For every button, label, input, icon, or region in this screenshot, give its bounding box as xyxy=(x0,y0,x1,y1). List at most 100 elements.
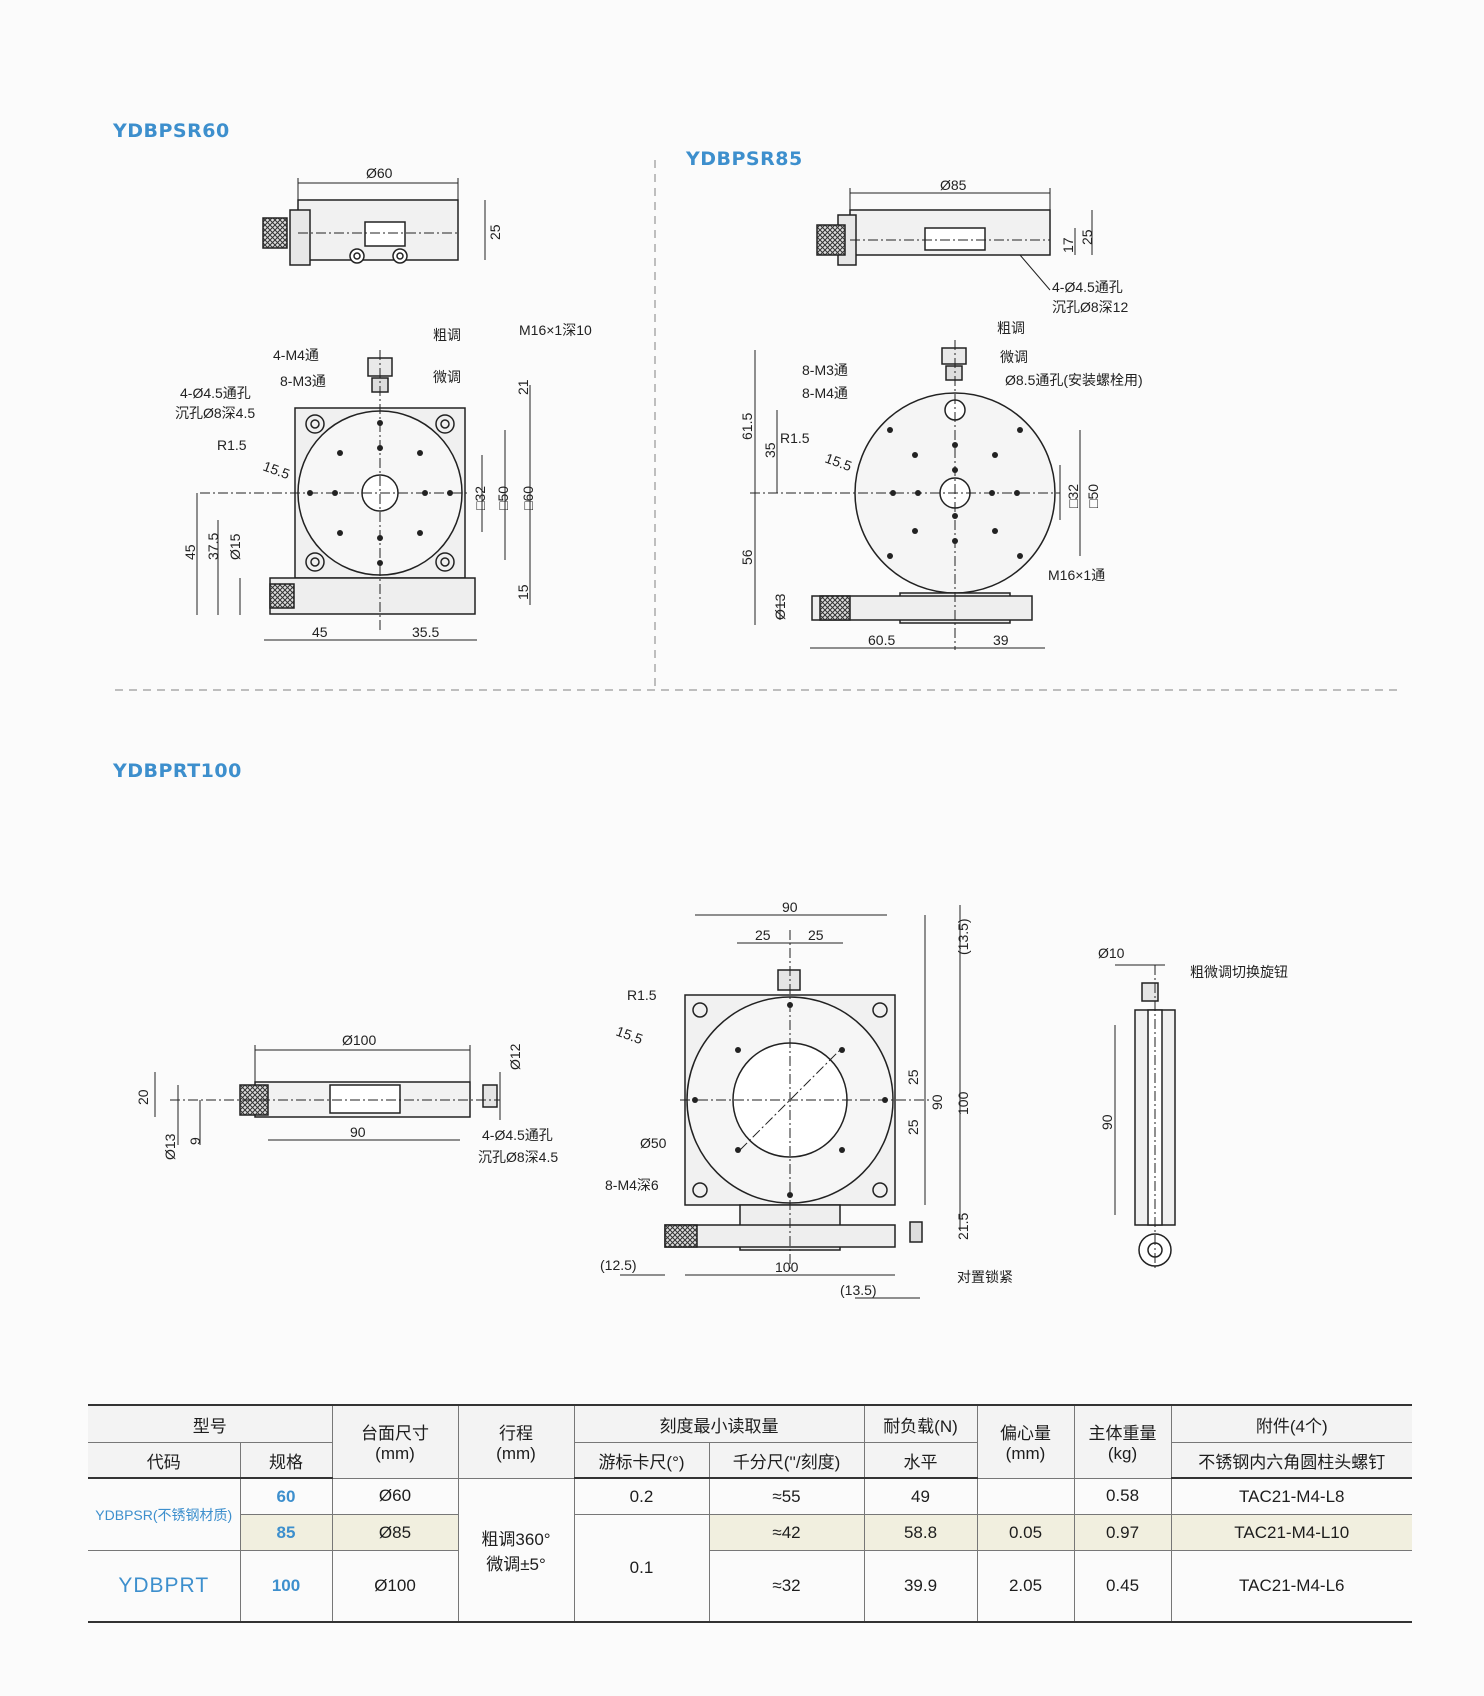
callout-knob: 粗微调切换旋钮 xyxy=(1190,964,1288,980)
cell-eccentricity: 2.05 xyxy=(977,1550,1075,1623)
cell-size: Ø100 xyxy=(332,1550,459,1623)
header-load: 耐负载(N) xyxy=(864,1404,978,1443)
prt100-side-view xyxy=(154,1045,501,1145)
cell-micrometer: ≈55 xyxy=(709,1478,865,1515)
dim-label: 25 xyxy=(1079,229,1095,245)
dim-label: Ø12 xyxy=(507,1043,523,1070)
dim-label: 37.5 xyxy=(205,533,221,560)
cell-accessory: TAC21-M4-L8 xyxy=(1171,1478,1412,1515)
cell-vernier: 0.2 xyxy=(574,1478,710,1515)
header-spec: 规格 xyxy=(240,1442,333,1479)
prt100-top-view xyxy=(620,905,961,1299)
callout-coarse: 粗调 xyxy=(433,327,461,343)
callout-m4: 8-M4通 xyxy=(802,385,848,401)
header-model: 型号 xyxy=(88,1404,333,1443)
dim-label: 45 xyxy=(312,624,328,640)
cell-eccentricity: 0.05 xyxy=(977,1514,1075,1551)
cell-load: 49 xyxy=(864,1478,978,1515)
callout-coarse: 粗调 xyxy=(997,320,1025,336)
dim-label: 90 xyxy=(929,1094,945,1110)
dim-label: Ø13 xyxy=(772,593,788,620)
callout-m3: 8-M3通 xyxy=(802,362,848,378)
dim-label: 25 xyxy=(755,927,771,943)
title-ydbpsr85: YDBPSR85 xyxy=(686,148,803,170)
callout-radius: R1.5 xyxy=(217,437,247,453)
dim-label: 90 xyxy=(350,1124,366,1140)
psr85-side-view xyxy=(816,188,1093,291)
title-ydbpsr60: YDBPSR60 xyxy=(113,120,230,142)
header-micrometer: 千分尺(''/刻度) xyxy=(709,1442,865,1479)
callout-m16: M16×1通 xyxy=(1048,567,1105,583)
callout-fine: 微调 xyxy=(1000,349,1028,365)
callout-lock: 对置锁紧 xyxy=(957,1269,1013,1285)
header-accessory-sub: 不锈钢内六角圆柱头螺钉 xyxy=(1171,1442,1412,1479)
dim-label: 15.5 xyxy=(261,458,292,482)
dim-label: (13.5) xyxy=(840,1282,877,1298)
dim-label: □50 xyxy=(1085,484,1101,508)
cell-weight: 0.97 xyxy=(1074,1514,1172,1551)
dim-label: 21.5 xyxy=(955,1213,971,1240)
callout-m16: M16×1深10 xyxy=(519,322,592,338)
dim-label: Ø85 xyxy=(940,177,967,193)
cell-vernier: 0.1 xyxy=(574,1514,710,1623)
dim-label: □50 xyxy=(495,486,511,510)
cell-size: Ø85 xyxy=(332,1514,459,1551)
cell-micrometer: ≈42 xyxy=(709,1514,865,1551)
dim-label: 90 xyxy=(1099,1114,1115,1130)
table-row: YDBPRT 100 Ø100 ≈32 39.9 2.05 0.45 TAC21… xyxy=(88,1550,1412,1623)
cell-spec: 85 xyxy=(240,1514,333,1551)
dim-label: (13.5) xyxy=(955,918,971,955)
cell-accessory: TAC21-M4-L10 xyxy=(1171,1514,1412,1551)
dim-label: □32 xyxy=(1065,484,1081,508)
callout-fine: 微调 xyxy=(433,369,461,385)
dim-label: (12.5) xyxy=(600,1257,637,1273)
cell-accessory: TAC21-M4-L6 xyxy=(1171,1550,1412,1623)
cell-size: Ø60 xyxy=(332,1478,459,1515)
header-accessory: 附件(4个) xyxy=(1171,1404,1412,1443)
dim-label: 15.5 xyxy=(823,450,854,474)
prt100-holes xyxy=(692,1002,888,1198)
cell-eccentricity xyxy=(977,1478,1075,1515)
header-size: 台面尺寸(mm) xyxy=(332,1404,459,1479)
header-weight: 主体重量(kg) xyxy=(1074,1404,1172,1479)
callout-counterbore: 沉孔Ø8深12 xyxy=(1052,299,1128,315)
dim-label: Ø13 xyxy=(162,1133,178,1160)
cell-travel: 粗调360°微调±5° xyxy=(458,1478,575,1623)
cell-weight: 0.45 xyxy=(1074,1550,1172,1623)
psr85-holes xyxy=(887,427,1023,559)
dim-label: 45 xyxy=(182,544,198,560)
callout-holes: 4-Ø4.5通孔 xyxy=(180,385,251,401)
callout-m4: 8-M4深6 xyxy=(605,1177,659,1193)
cell-load: 58.8 xyxy=(864,1514,978,1551)
callout-dia50: Ø50 xyxy=(640,1135,667,1151)
header-travel: 行程(mm) xyxy=(458,1404,575,1479)
header-code: 代码 xyxy=(88,1442,241,1479)
header-vernier: 游标卡尺(°) xyxy=(574,1442,710,1479)
dim-label: Ø60 xyxy=(366,165,393,181)
code-ydbpsr: YDBPSR(不锈钢材质) xyxy=(88,1478,241,1551)
callout-radius: R1.5 xyxy=(780,430,810,446)
dim-label: □60 xyxy=(520,486,536,510)
table-row: YDBPSR(不锈钢材质) 60 Ø60 粗调360°微调±5° 0.2 ≈55… xyxy=(88,1478,1412,1623)
title-ydbprt100: YDBPRT100 xyxy=(113,760,242,782)
dim-label: 15 xyxy=(515,584,531,600)
cell-load: 39.9 xyxy=(864,1550,978,1623)
callout-counterbore: 沉孔Ø8深4.5 xyxy=(175,405,255,421)
dim-label: Ø10 xyxy=(1098,945,1125,961)
prt100-right-view xyxy=(1114,964,1176,1270)
callout-m4: 4-M4通 xyxy=(273,347,319,363)
dim-label: 90 xyxy=(782,899,798,915)
dim-label: 35 xyxy=(762,442,778,458)
callout-holes: 4-Ø4.5通孔 xyxy=(482,1127,553,1143)
dim-label: 35.5 xyxy=(412,624,439,640)
table-row: 85 Ø85 0.1 ≈42 58.8 0.05 0.97 TAC21-M4-L… xyxy=(88,1514,1412,1623)
callout-counterbore: 沉孔Ø8深4.5 xyxy=(478,1149,558,1165)
dim-label: 100 xyxy=(955,1091,971,1115)
callout-mount-hole: Ø8.5通孔(安装螺栓用) xyxy=(1005,372,1143,388)
dim-label: 100 xyxy=(775,1259,799,1275)
psr60-holes xyxy=(307,420,453,566)
dim-label: Ø15 xyxy=(227,533,243,560)
dim-label: 60.5 xyxy=(868,632,895,648)
dim-label: 15.5 xyxy=(614,1023,645,1047)
header-eccentricity: 偏心量(mm) xyxy=(977,1404,1075,1479)
